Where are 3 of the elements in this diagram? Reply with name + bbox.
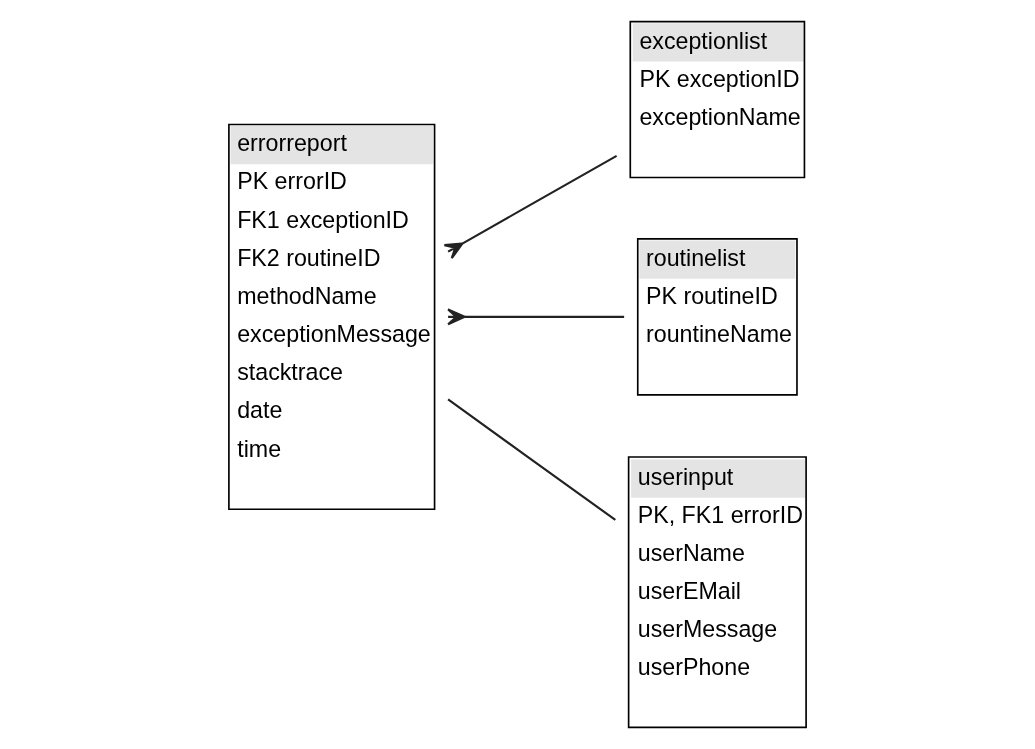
- connector: [443, 154, 618, 260]
- connector: [447, 398, 616, 521]
- connector: [447, 308, 625, 326]
